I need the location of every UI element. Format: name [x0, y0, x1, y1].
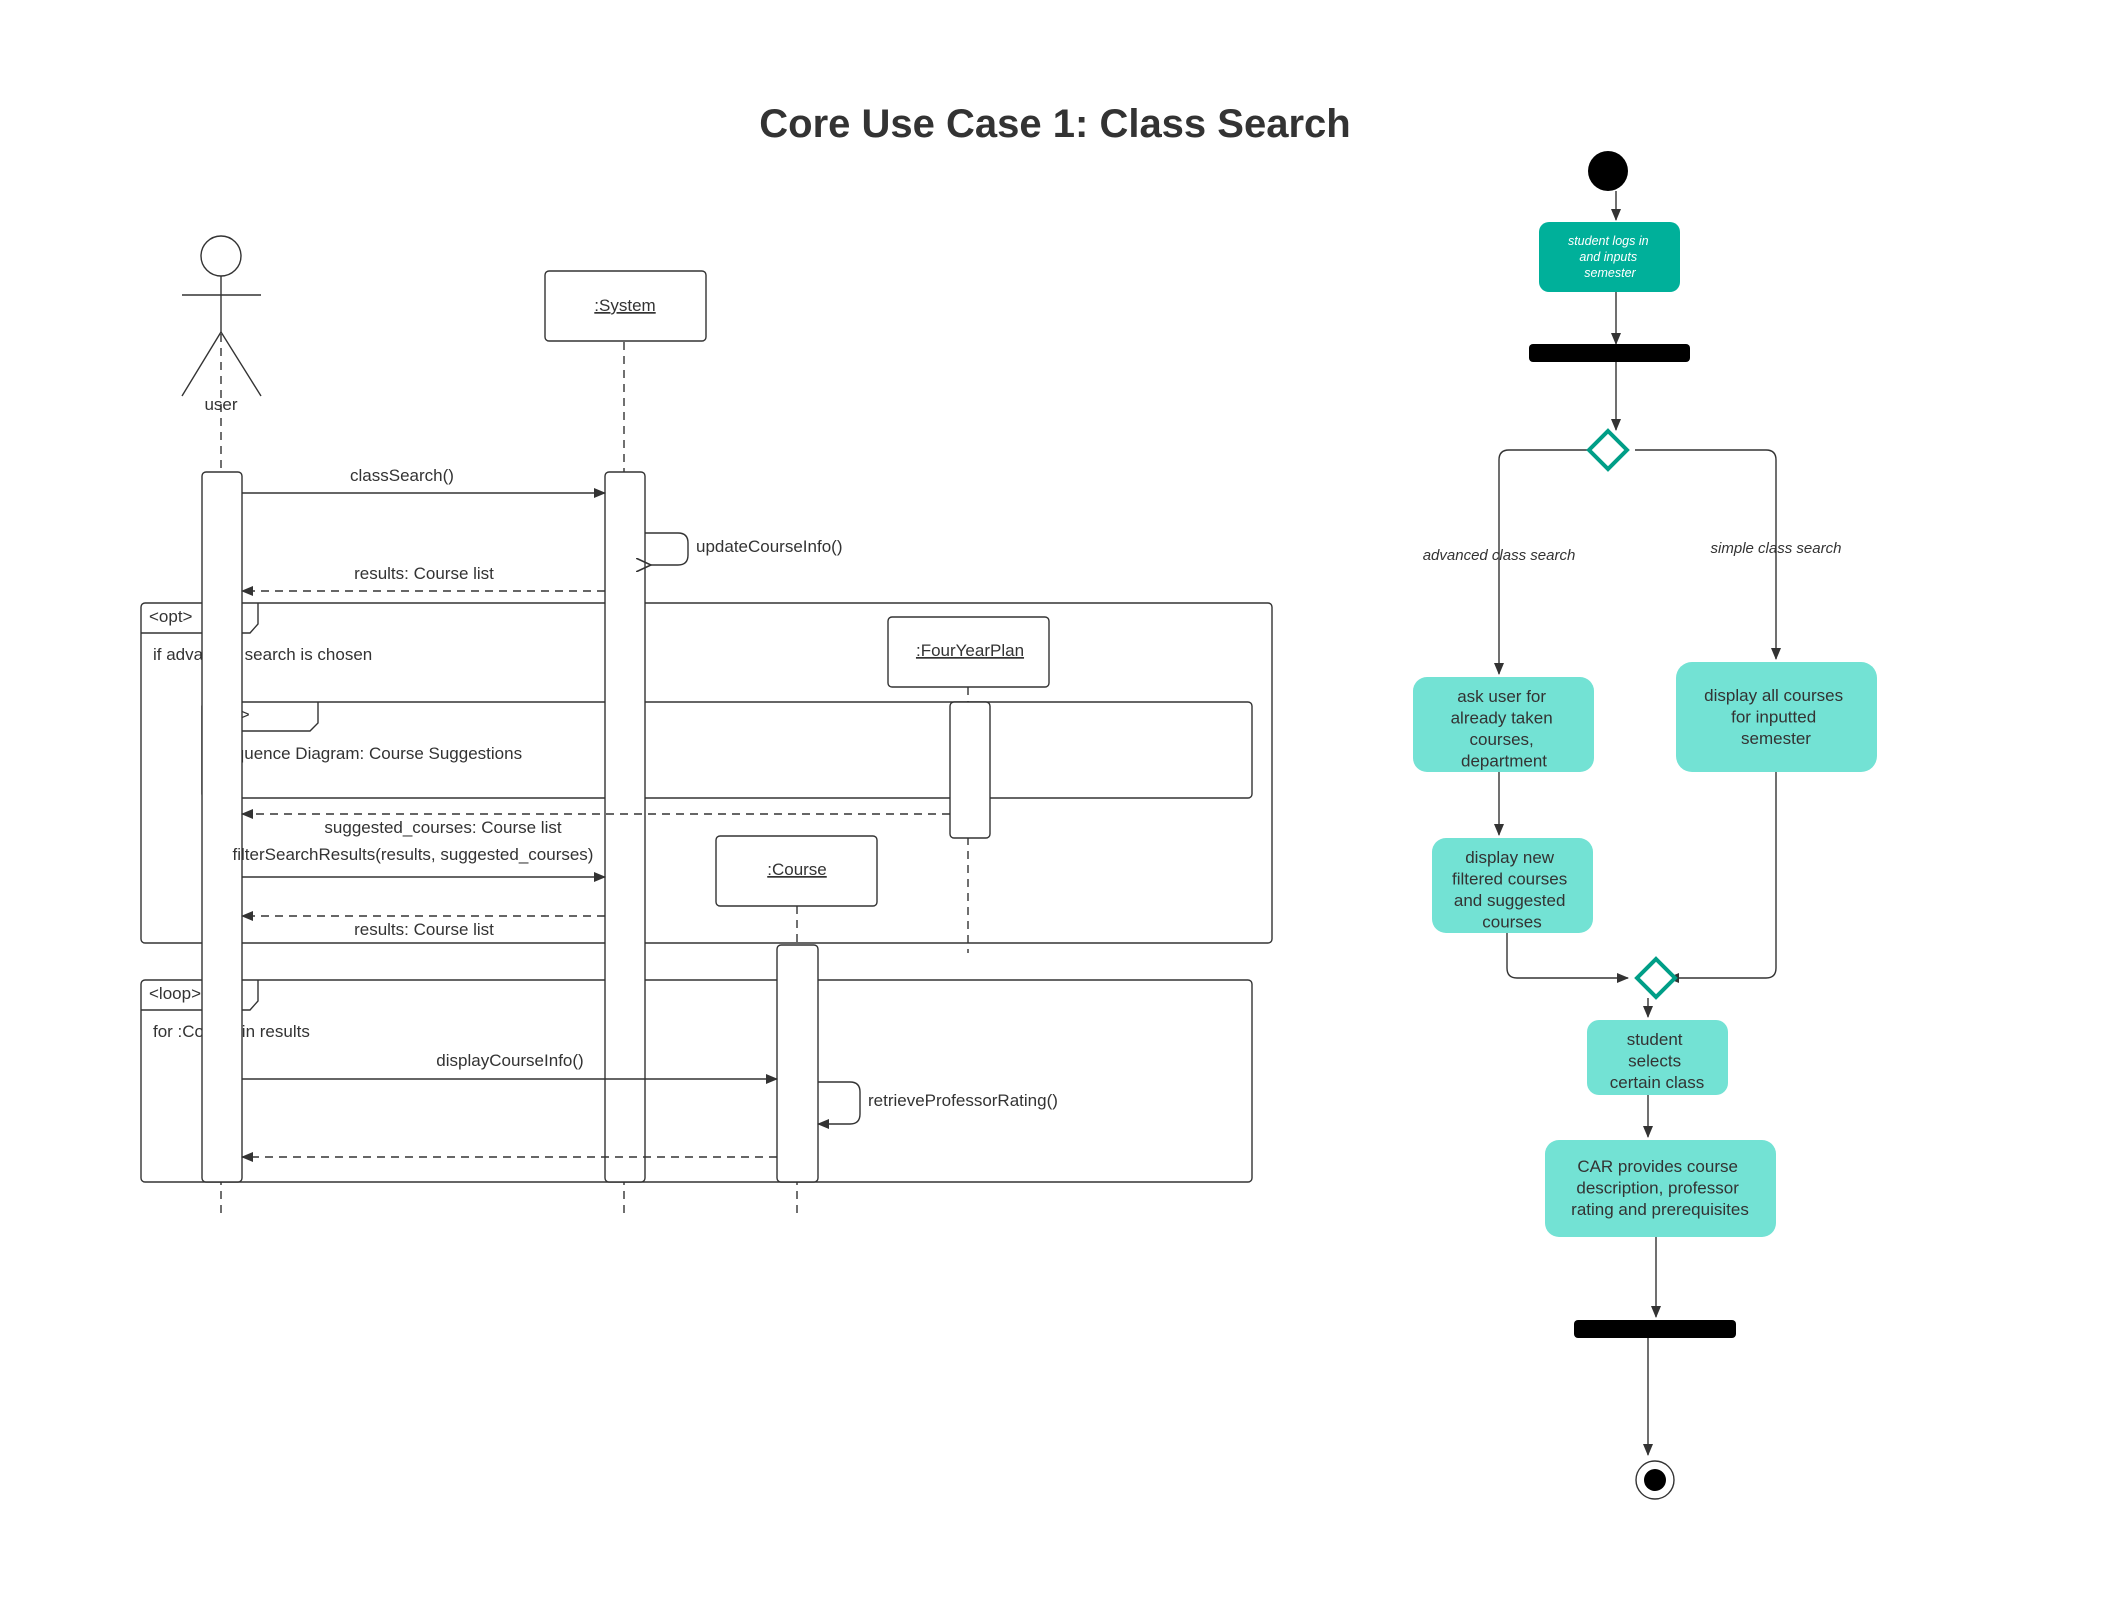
display-filtered-action — [1432, 838, 1593, 933]
ask-user-text: ask user for already taken courses, depa… — [1451, 687, 1558, 771]
ask-user-line-4: department — [1461, 752, 1547, 771]
login-action — [1539, 222, 1680, 292]
page-title: Core Use Case 1: Class Search — [759, 102, 1350, 146]
display-all-text: display all courses for inputted semeste… — [1704, 686, 1848, 748]
update-course-info-arrow — [645, 532, 689, 565]
user-actor-icon — [181, 235, 262, 397]
login-action-text: student logs in and inputs semester — [1568, 234, 1652, 280]
car-provides-line-1: CAR provides course — [1577, 1157, 1738, 1176]
login-line-3: semester — [1584, 266, 1636, 280]
student-selects-action — [1587, 1020, 1728, 1095]
retrieve-professor-rating-arrow — [817, 1081, 861, 1129]
opt-fragment: <opt> if advanced search is chosen — [140, 602, 1273, 944]
login-line-2: and inputs — [1579, 250, 1637, 264]
ref-fragment: <ref> Sequence Diagram: Course Suggestio… — [201, 701, 1253, 799]
fork-bar — [1529, 344, 1690, 362]
course-activation — [776, 944, 819, 1183]
ask-user-action — [1413, 677, 1594, 772]
activity-diagram: student logs in and inputs semester adva… — [1413, 151, 1877, 1500]
loop-label: <loop> — [149, 984, 201, 1003]
car-provides-text: CAR provides course description, profess… — [1571, 1157, 1749, 1219]
display-all-action — [1676, 662, 1877, 772]
decision-node — [1586, 428, 1630, 472]
car-provides-line-3: rating and prerequisites — [1571, 1200, 1749, 1219]
course-lifeline-box: :Course — [715, 835, 878, 907]
suggested-courses-label: suggested_courses: Course list — [324, 818, 561, 837]
student-selects-line-3: certain class — [1610, 1073, 1704, 1092]
ref-text: Sequence Diagram: Course Suggestions — [214, 744, 522, 763]
display-filtered-line-3: and suggested — [1454, 891, 1566, 910]
advanced-branch-connector — [1494, 449, 1597, 675]
opt-guard: if advanced search is chosen — [153, 645, 372, 664]
fouryearplan-label: :FourYearPlan — [916, 641, 1024, 660]
system-label: :System — [594, 296, 655, 315]
retrieve-professor-rating-label: retrieveProfessorRating() — [868, 1091, 1058, 1110]
ask-user-line-2: already taken — [1451, 709, 1553, 728]
display-all-line-1: display all courses — [1704, 686, 1843, 705]
simple-branch-label: simple class search — [1711, 540, 1842, 557]
fouryearplan-lifeline-box: :FourYearPlan — [887, 616, 1050, 688]
class-search-label: classSearch() — [350, 466, 454, 485]
ask-user-line-3: courses, — [1470, 730, 1534, 749]
final-node — [1635, 1460, 1675, 1500]
merge-node — [1634, 956, 1678, 1000]
display-all-line-2: for inputted — [1731, 708, 1816, 727]
results-return-2-label: results: Course list — [354, 920, 494, 939]
ask-user-line-1: ask user for — [1457, 687, 1546, 706]
system-lifeline-box: :System — [544, 270, 707, 342]
sequence-diagram: user :System :FourYearPlan :Course <opt>… — [140, 235, 1273, 1217]
course-label: :Course — [767, 860, 827, 879]
opt-label: <opt> — [149, 607, 193, 626]
display-filtered-text: display new filtered courses and suggest… — [1452, 848, 1572, 932]
fouryearplan-activation — [949, 701, 991, 839]
results-return-1-label: results: Course list — [354, 564, 494, 583]
initial-node — [1588, 151, 1628, 191]
student-selects-text: student selects certain class — [1610, 1030, 1704, 1092]
join-bar — [1574, 1320, 1736, 1338]
simple-branch-connector — [1635, 449, 1781, 660]
display-filtered-line-4: courses — [1482, 913, 1542, 932]
filter-search-results-label: filterSearchResults(results, suggested_c… — [233, 845, 594, 864]
car-provides-line-2: description, professor — [1576, 1179, 1739, 1198]
student-selects-line-1: student — [1627, 1030, 1683, 1049]
car-provides-action — [1545, 1140, 1776, 1237]
display-filtered-line-2: filtered courses — [1452, 870, 1567, 889]
simple-to-merge-connector — [1667, 770, 1777, 983]
student-selects-line-2: selects — [1628, 1052, 1681, 1071]
loop-fragment: <loop> for :Course in results — [140, 979, 1253, 1183]
display-all-line-3: semester — [1741, 729, 1811, 748]
display-filtered-line-1: display new — [1465, 848, 1555, 867]
display-course-info-label: displayCourseInfo() — [436, 1051, 583, 1070]
filtered-to-merge-connector — [1506, 931, 1629, 983]
user-activation — [201, 471, 243, 1183]
system-activation — [604, 471, 646, 1183]
update-course-info-label: updateCourseInfo() — [696, 537, 842, 556]
advanced-branch-label: advanced class search — [1423, 547, 1576, 564]
login-line-1: student logs in — [1568, 234, 1649, 248]
